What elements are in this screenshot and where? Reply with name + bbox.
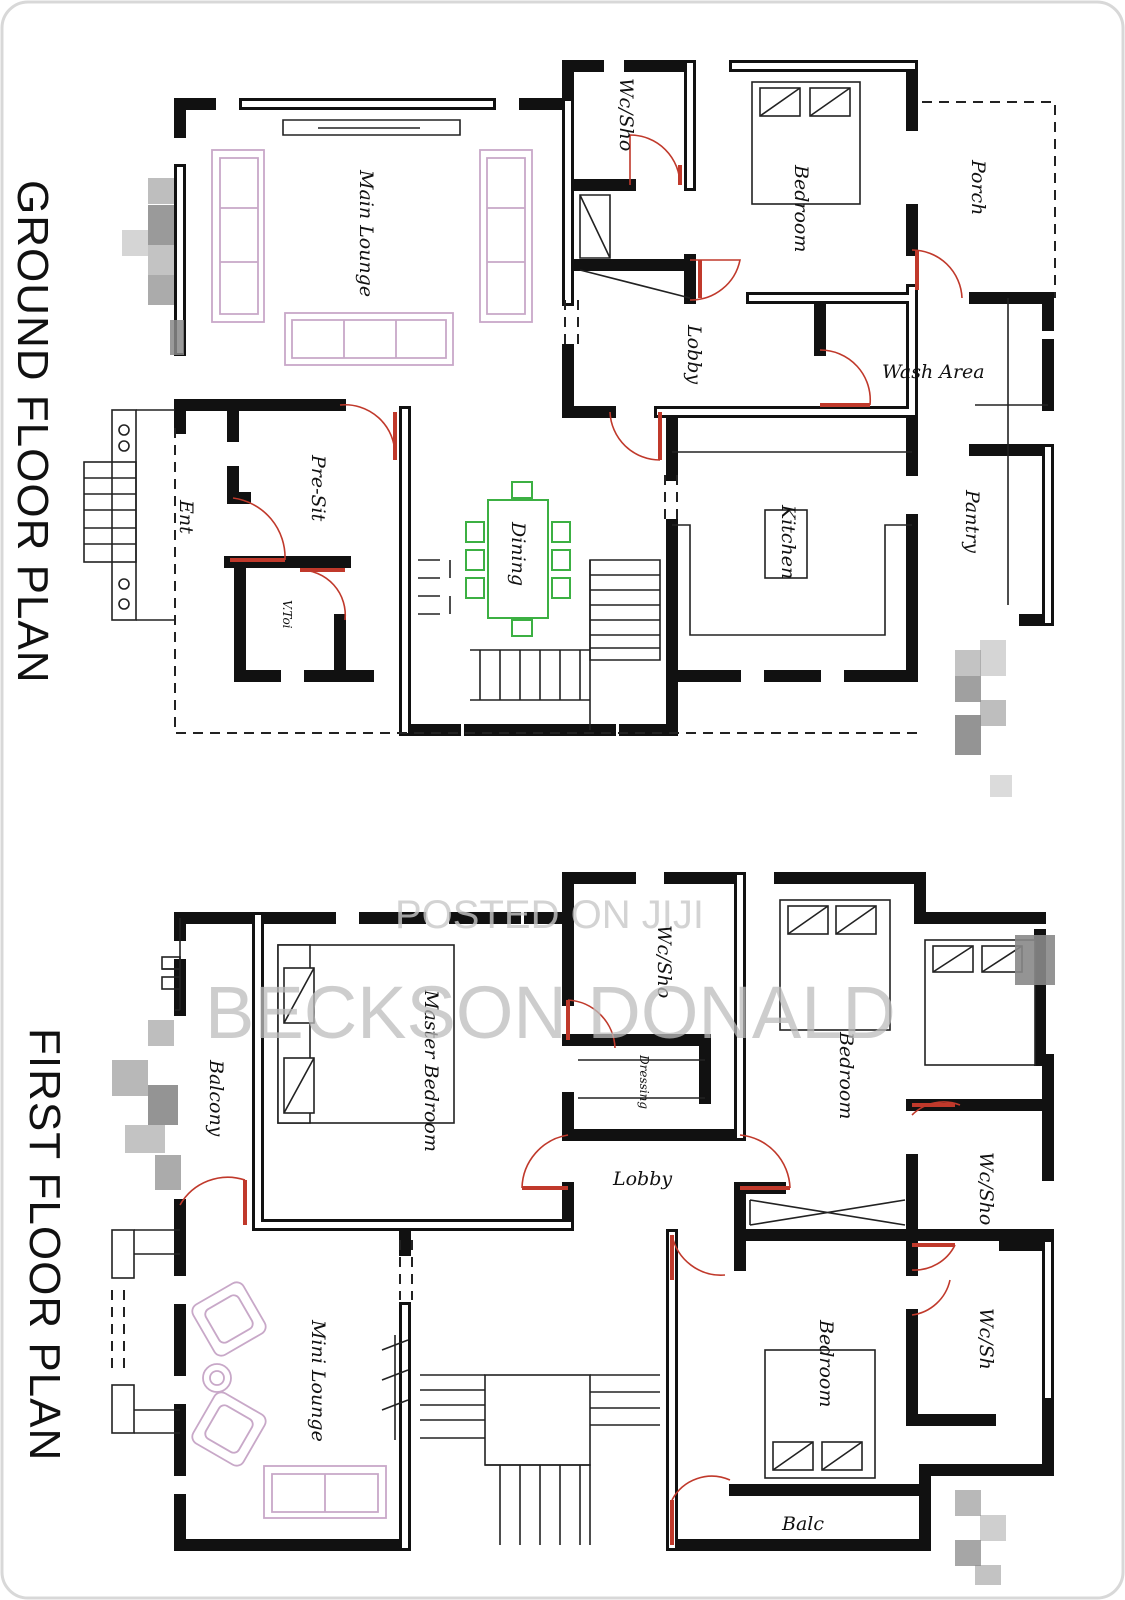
pantry-shelf — [975, 298, 1048, 605]
first-stairs — [420, 1374, 660, 1545]
master-bed — [277, 944, 455, 1124]
first-bedroom-beds — [779, 899, 1036, 1066]
label-ground-lobby: Lobby — [683, 324, 705, 384]
label-ground-bedroom: Bedroom — [790, 164, 812, 252]
ground-walls-inner — [177, 63, 1051, 733]
label-mini-lounge: Mini Lounge — [307, 1319, 329, 1442]
ground-floor-title: GROUND FLOOR PLAN — [8, 180, 57, 684]
dining-set — [465, 481, 571, 637]
watermark-posted-on: POSTED ON JIJI — [395, 893, 704, 937]
label-pantry: Pantry — [961, 489, 983, 553]
label-dining: Dining — [507, 521, 529, 586]
label-vtoi: V.Toi — [280, 600, 294, 629]
kitchen-island — [764, 509, 808, 579]
label-wash-area: Wash Area — [882, 361, 985, 383]
ground-entry-outline — [174, 428, 920, 734]
shower-tray — [579, 194, 691, 299]
kitchen-opening — [664, 475, 678, 525]
label-balcony: Balcony — [205, 1059, 227, 1137]
ground-floor-plan: Main Lounge Wc/Sho Bedroom Porch Lobby W… — [83, 60, 1056, 736]
label-balc: Balc — [781, 1513, 824, 1535]
ground-bedroom-bed — [751, 81, 861, 205]
label-master-bedroom: Master Bedroom — [420, 989, 442, 1152]
pixelated-watermark-blocks — [112, 178, 1055, 1585]
label-first-lobby: Lobby — [612, 1168, 672, 1190]
label-first-wc-sho: Wc/Sho — [653, 925, 675, 998]
label-pre-sit: Pre-Sit — [307, 454, 329, 522]
first-floor-plan: Master Bedroom Wc/Sho Dressing Bedroom B… — [111, 872, 1054, 1551]
first-walls-inner — [255, 875, 1051, 1548]
label-first-bedroom-2: Bedroom — [815, 1319, 837, 1407]
first-doors — [179, 999, 961, 1545]
first-floor-title: FIRST FLOOR PLAN — [20, 1028, 69, 1461]
mini-lounge-furniture — [191, 1281, 409, 1519]
second-bedroom-bed — [764, 1349, 876, 1479]
label-main-lounge: Main Lounge — [355, 169, 377, 297]
dressing-rack — [578, 1059, 705, 1099]
porch-outline — [922, 101, 1056, 298]
main-lounge-sofas — [211, 149, 533, 366]
ground-stairs — [418, 559, 661, 730]
label-ent: Ent — [175, 499, 197, 534]
label-ground-wc-sho: Wc/Sho — [615, 78, 637, 151]
label-first-bedroom-1: Bedroom — [835, 1031, 857, 1119]
label-first-wc-sho-2: Wc/Sho — [975, 1152, 997, 1225]
first-wc-shower — [749, 1199, 906, 1226]
watermark-name: BECKSON DONALD — [205, 971, 896, 1054]
tv-unit — [282, 119, 461, 136]
entrance-steps — [83, 409, 175, 621]
label-porch: Porch — [967, 159, 989, 215]
label-dressing: Dressing — [637, 1054, 651, 1109]
balcony-fixtures — [111, 956, 181, 1434]
label-kitchen: Kitchen — [777, 504, 799, 579]
kitchen-counter — [672, 451, 912, 636]
ground-lobby-opening — [564, 300, 579, 350]
label-first-wc-sho-3: Wc/Sh — [975, 1308, 997, 1370]
ground-walls — [174, 60, 1054, 736]
first-hall-opening — [399, 1240, 413, 1300]
ground-doors — [230, 134, 963, 621]
